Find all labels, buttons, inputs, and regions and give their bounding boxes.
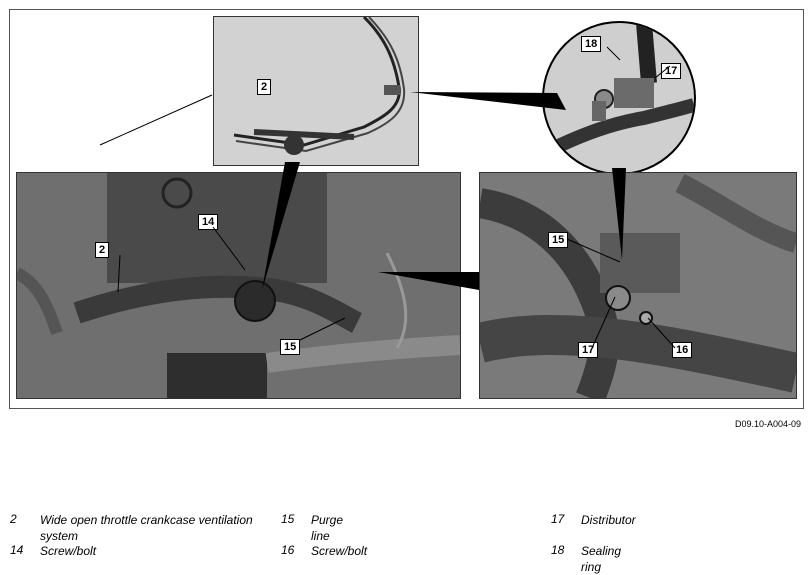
legend-number: 14 xyxy=(10,543,24,557)
callout-16: 16 xyxy=(672,342,693,358)
top-inset-drawing xyxy=(233,17,406,155)
circle-inset-photo: 18 17 xyxy=(542,21,696,175)
callout-17: 17 xyxy=(578,342,599,358)
legend-text: Purge line xyxy=(311,513,344,543)
callout-18: 18 xyxy=(581,36,602,52)
callout-15: 15 xyxy=(548,232,569,248)
legend-number: 18 xyxy=(551,543,565,557)
callout-15: 15 xyxy=(280,339,301,355)
legend-text: Screw/bolt xyxy=(40,544,97,558)
legend-text: Screw/bolt xyxy=(311,544,368,558)
callout-2: 2 xyxy=(257,79,272,95)
figure-id: D09.10-A004-09 xyxy=(734,419,801,429)
right-photo-drawing xyxy=(480,174,796,398)
legend-number: 2 xyxy=(10,512,17,526)
legend-number: 16 xyxy=(281,543,295,557)
circle-inset-drawing xyxy=(544,23,694,160)
callout-14: 14 xyxy=(198,214,219,230)
left-main-photo: 14 2 15 xyxy=(16,172,461,399)
legend-text: Sealing ring xyxy=(581,544,622,574)
legend-text: Wide open throttle crankcase ventilation… xyxy=(40,513,253,543)
top-inset-photo: 2 xyxy=(213,16,419,166)
legend-text: Distributor xyxy=(581,513,636,527)
left-photo-drawing xyxy=(17,173,460,398)
right-main-photo: 15 17 16 xyxy=(479,172,797,399)
callout-17: 17 xyxy=(661,63,682,79)
legend-number: 17 xyxy=(551,512,565,526)
callout-2: 2 xyxy=(95,242,110,258)
legend-number: 15 xyxy=(281,512,295,526)
